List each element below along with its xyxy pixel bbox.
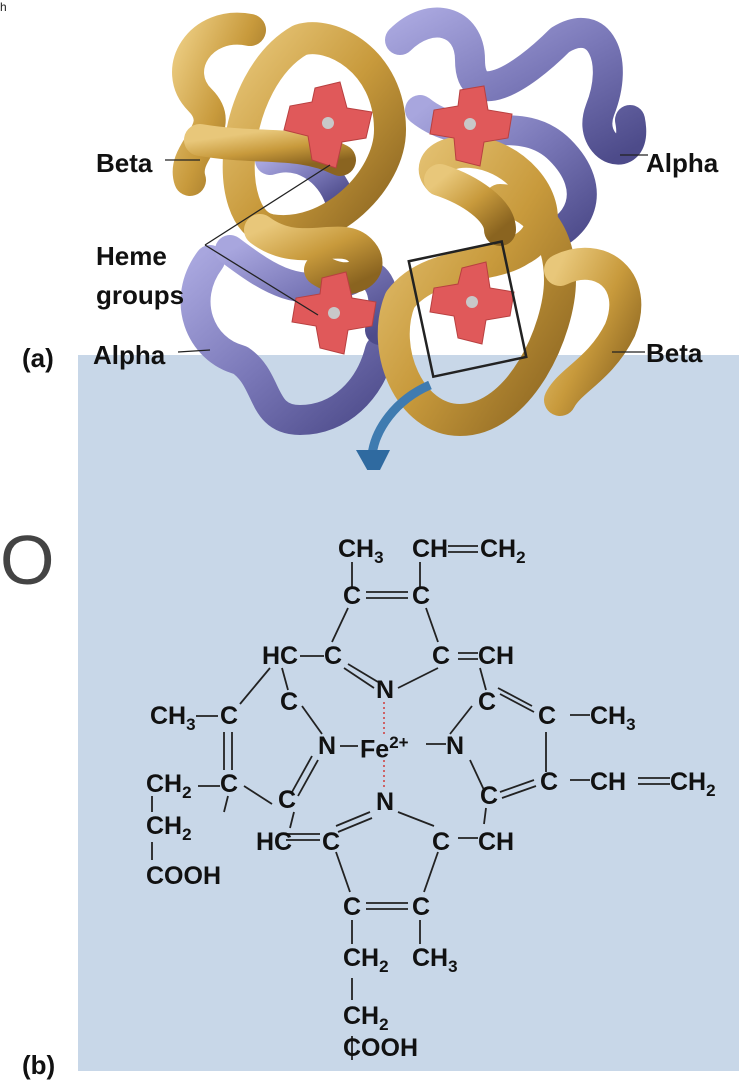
label-beta-top: Beta — [96, 148, 153, 178]
atom-ch3-top: CH3 — [338, 535, 384, 567]
zoom-arrow — [367, 380, 432, 456]
atom-c-r1: C — [478, 688, 497, 716]
atom-c-top-left: C — [343, 582, 362, 610]
atom-ch2-vinyl: CH2 — [670, 768, 716, 800]
heme-group-2 — [429, 85, 513, 167]
atom-hc-bottom-left: HC — [256, 828, 293, 856]
atom-c-a2: C — [432, 642, 451, 670]
atom-c-b2: C — [432, 828, 451, 856]
atom-n-bottom: N — [376, 788, 395, 816]
label-alpha-top: Alpha — [646, 148, 719, 178]
heme-group-3 — [291, 271, 377, 355]
atom-ch2-left2: CH2 — [146, 812, 192, 844]
atom-c-top-right: C — [412, 582, 431, 610]
atom-cooh-left: COOH — [146, 862, 221, 890]
atom-n-top: N — [376, 676, 395, 704]
heme-group-1 — [283, 81, 373, 169]
atom-c-b1: C — [322, 828, 341, 856]
atom-c-r4: C — [540, 768, 559, 796]
atom-hc-left: HC — [262, 642, 299, 670]
atom-ch2-top: CH2 — [480, 535, 526, 567]
atom-ch2-b2: CH2 — [343, 1002, 389, 1034]
beta-chain-bottom-right — [377, 135, 642, 436]
label-beta-bottom: Beta — [646, 338, 703, 368]
beta-chain-top-left — [172, 12, 406, 295]
atom-ch2-b1: CH2 — [343, 944, 389, 976]
atom-c-r3: C — [480, 782, 499, 810]
atom-n-right: N — [446, 732, 465, 760]
atom-ch-bottom-right: CH — [478, 828, 515, 856]
atom-ch-right: CH — [478, 642, 515, 670]
atom-c-bottom-left: C — [343, 893, 362, 921]
label-alpha-bottom: Alpha — [93, 340, 166, 370]
label-heme-line2: groups — [96, 280, 185, 310]
cropped-letter-o: O — [0, 521, 55, 599]
atom-fe: Fe2+ — [360, 733, 409, 764]
atom-ch3-left: CH3 — [150, 702, 196, 734]
atom-ch-top: CH — [412, 535, 449, 563]
panel-a-letter: (a) — [22, 343, 54, 373]
atom-ch3-right: CH3 — [590, 702, 636, 734]
atom-ch-vinyl: CH — [590, 768, 627, 796]
atom-c-l3: C — [220, 770, 239, 798]
atom-c-l1: C — [220, 702, 239, 730]
atom-c-l4: C — [278, 786, 297, 814]
atom-c-r2: C — [538, 702, 557, 730]
atom-ch2-left: CH2 — [146, 770, 192, 802]
atom-cooh-bottom: COOH — [343, 1034, 418, 1062]
atom-ch3-bottom: CH3 — [412, 944, 458, 976]
atom-c-a1: C — [324, 642, 343, 670]
atom-c-bottom-right: C — [412, 893, 431, 921]
zoom-box — [407, 240, 528, 379]
atom-c-l2: C — [280, 688, 299, 716]
cropped-caption-fragment: h — [0, 0, 7, 14]
heme-group-4 — [429, 261, 515, 345]
heme-structure-panel — [78, 355, 739, 1071]
hemoglobin-illustration — [165, 7, 648, 470]
panel-b-letter: (b) — [22, 1050, 56, 1080]
label-heme-line1: Heme — [96, 241, 167, 271]
atom-n-left: N — [318, 732, 337, 760]
